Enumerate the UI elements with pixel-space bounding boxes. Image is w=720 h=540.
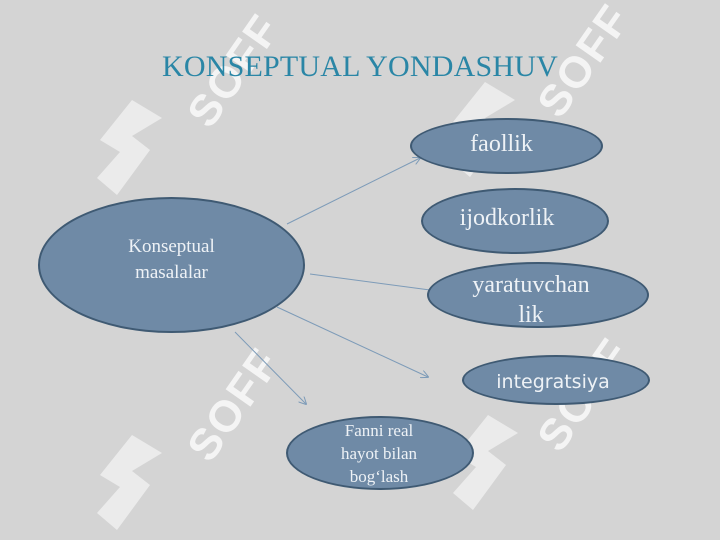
node-label: yaratuvchan lik [472,272,590,328]
connector-arrow [286,158,420,225]
node-label: ijodkorlik [459,205,555,231]
center-node-label: Konseptual masalalar [128,236,215,283]
center-node[interactable]: Konseptual masalalar [38,197,305,333]
connector-arrow [309,273,431,291]
node-ijodkorlik[interactable]: ijodkorlik [421,188,609,254]
connector-arrow [234,331,306,404]
node-fanni-real[interactable]: Fanni real hayot bilan bog‘lash [286,416,474,490]
node-label: faollik [470,130,533,157]
node-label: integratsiya [496,371,610,393]
connector-arrow [276,306,428,377]
slide-title: KONSEPTUAL YONDASHUV [162,50,558,83]
node-faollik[interactable]: faollik [410,118,603,174]
node-yaratuvchanlik[interactable]: yaratuvchan lik [427,262,649,328]
node-integratsiya[interactable]: integratsiya [462,355,650,405]
node-label: Fanni real hayot bilan bog‘lash [340,420,417,486]
